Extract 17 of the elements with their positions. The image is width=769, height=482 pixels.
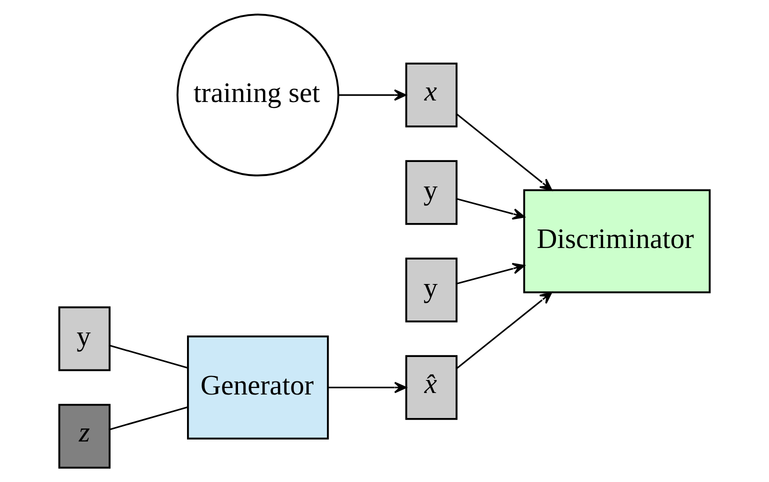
node-box: x [405,62,458,128]
arrow [338,89,406,101]
node-box: y [58,306,111,372]
node-box: z [58,404,111,469]
node-circle: training set [176,14,340,176]
node-box: y [405,258,458,322]
arrow [456,262,525,284]
node-box: Discriminator [523,189,711,294]
node-box: x̂ [405,355,458,420]
node-box: Generator [187,335,329,440]
arrow [456,198,525,220]
connector [109,344,188,368]
arrow [456,114,552,191]
node-box: y [405,160,458,225]
connector [109,406,188,430]
arrow [328,382,407,394]
arrow [456,292,552,369]
